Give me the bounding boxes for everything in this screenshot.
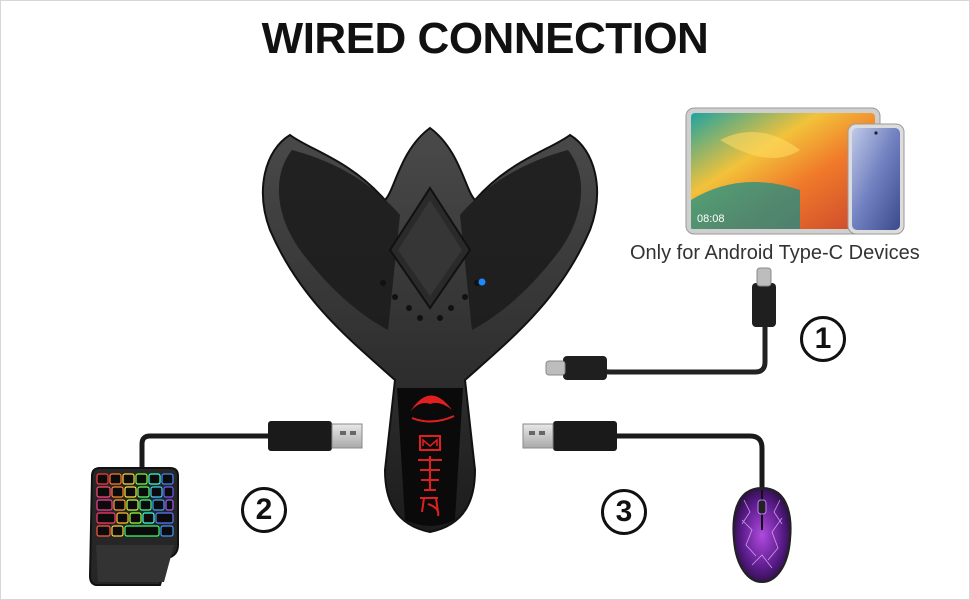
brand-logo bbox=[410, 395, 455, 517]
gaming-mouse bbox=[732, 486, 792, 584]
type-c-cable bbox=[545, 267, 776, 380]
tablet-clock: 08:08 bbox=[697, 213, 725, 225]
device-caption: Only for Android Type-C Devices bbox=[630, 242, 920, 264]
phone bbox=[847, 123, 905, 235]
step-2-badge: 2 bbox=[241, 487, 287, 533]
keyboard-usb-cable bbox=[139, 421, 363, 472]
tablet: 08:08 bbox=[685, 107, 881, 235]
adapter-device bbox=[262, 126, 598, 534]
heading: WIRED CONNECTION bbox=[261, 14, 709, 63]
status-led bbox=[478, 278, 486, 286]
one-hand-keyboard bbox=[88, 467, 179, 586]
mouse-usb-cable bbox=[522, 421, 765, 492]
step-3-badge: 3 bbox=[601, 489, 647, 535]
step-1-badge: 1 bbox=[800, 316, 846, 362]
